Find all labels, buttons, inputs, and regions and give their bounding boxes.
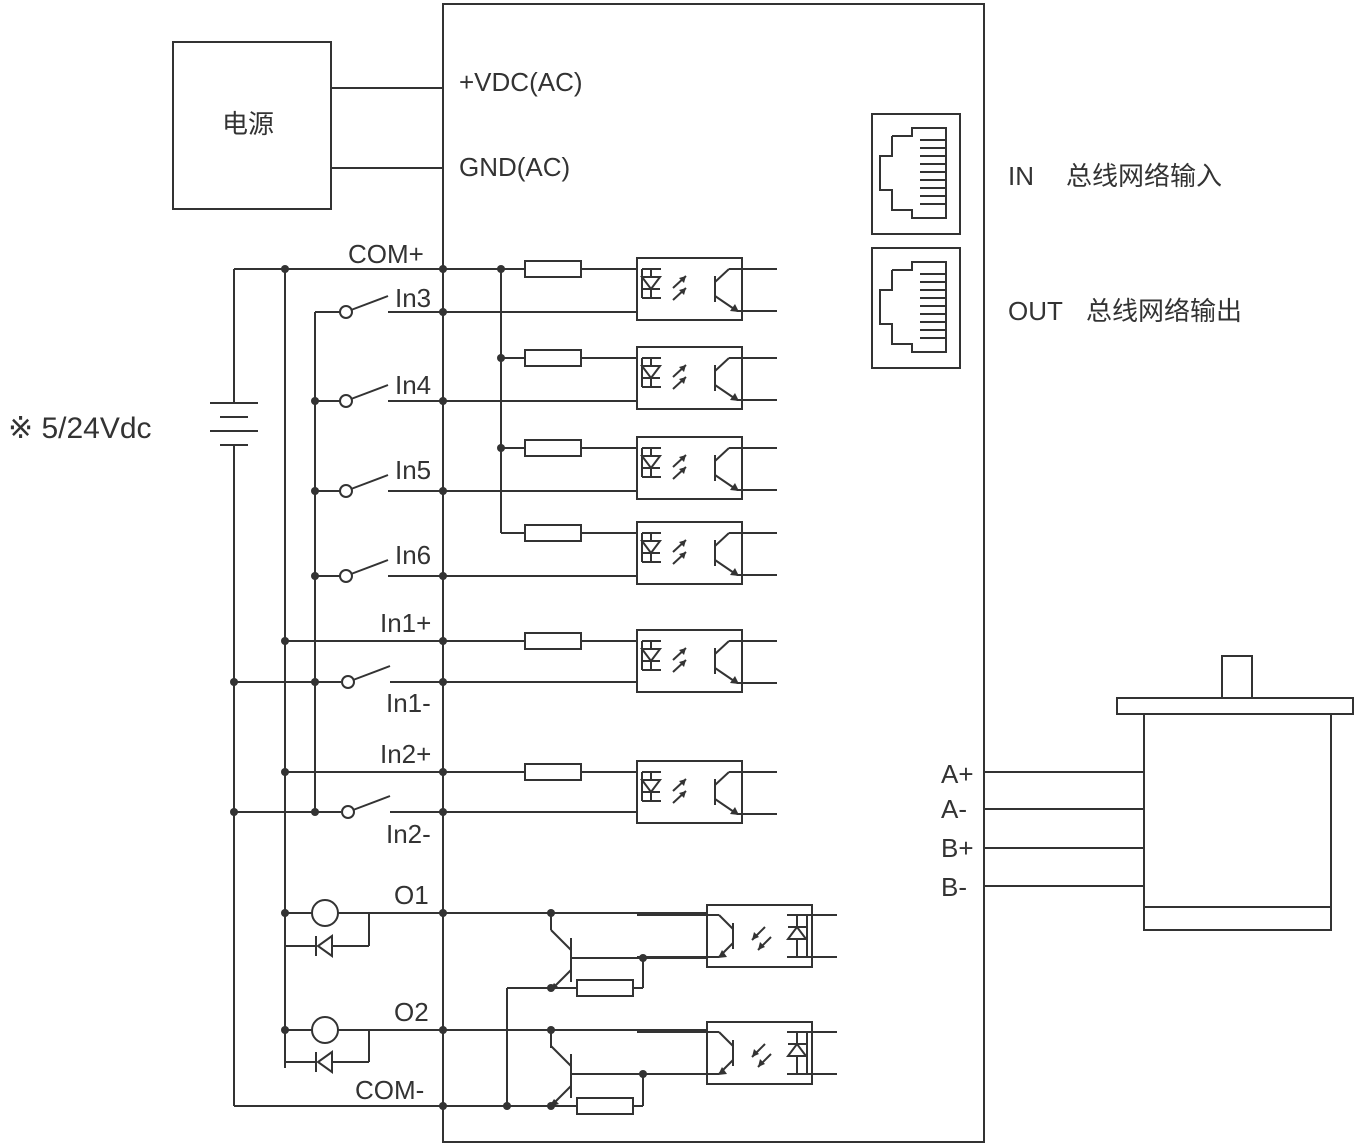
power-block — [172, 41, 332, 210]
motor-pin-b-minus: B- — [941, 872, 967, 902]
com-minus-label: COM- — [355, 1075, 424, 1105]
rj45-out-port-icon — [871, 247, 961, 369]
motor-pin-a-plus: A+ — [941, 759, 974, 789]
network-out-label: OUT — [1008, 296, 1063, 326]
motor-pin-a-minus: A- — [941, 794, 967, 824]
output-o2-circuit — [281, 1016, 838, 1115]
battery-icon — [210, 402, 258, 446]
power-block-label: 电源 — [222, 110, 274, 140]
in1-minus-label: In1- — [386, 688, 431, 718]
in1-plus-label: In1+ — [380, 608, 431, 638]
supply-voltage-label: ※ 5/24Vdc — [8, 412, 152, 445]
in5-label: In5 — [395, 455, 431, 485]
o2-label: O2 — [394, 997, 429, 1027]
in4-label: In4 — [395, 370, 431, 400]
input-resistors — [497, 260, 637, 781]
network-in-label: IN — [1008, 161, 1034, 191]
network-in-desc: 总线网络输入 — [1066, 162, 1222, 192]
stepper-motor-icon — [1116, 655, 1354, 931]
input-switches — [311, 295, 637, 583]
rj45-in-port-icon — [871, 113, 961, 235]
com-plus-label: COM+ — [348, 239, 424, 269]
in2-plus-label: In2+ — [380, 739, 431, 769]
network-out-desc: 总线网络输出 — [1086, 297, 1242, 327]
o1-label: O1 — [394, 880, 429, 910]
output-o1-circuit — [281, 899, 838, 997]
motor-pin-b-plus: B+ — [941, 833, 974, 863]
in2-minus-label: In2- — [386, 819, 431, 849]
vdc-terminal-label: +VDC(AC) — [459, 67, 583, 97]
in3-label: In3 — [395, 283, 431, 313]
gnd-terminal-label: GND(AC) — [459, 152, 570, 182]
in6-label: In6 — [395, 540, 431, 570]
